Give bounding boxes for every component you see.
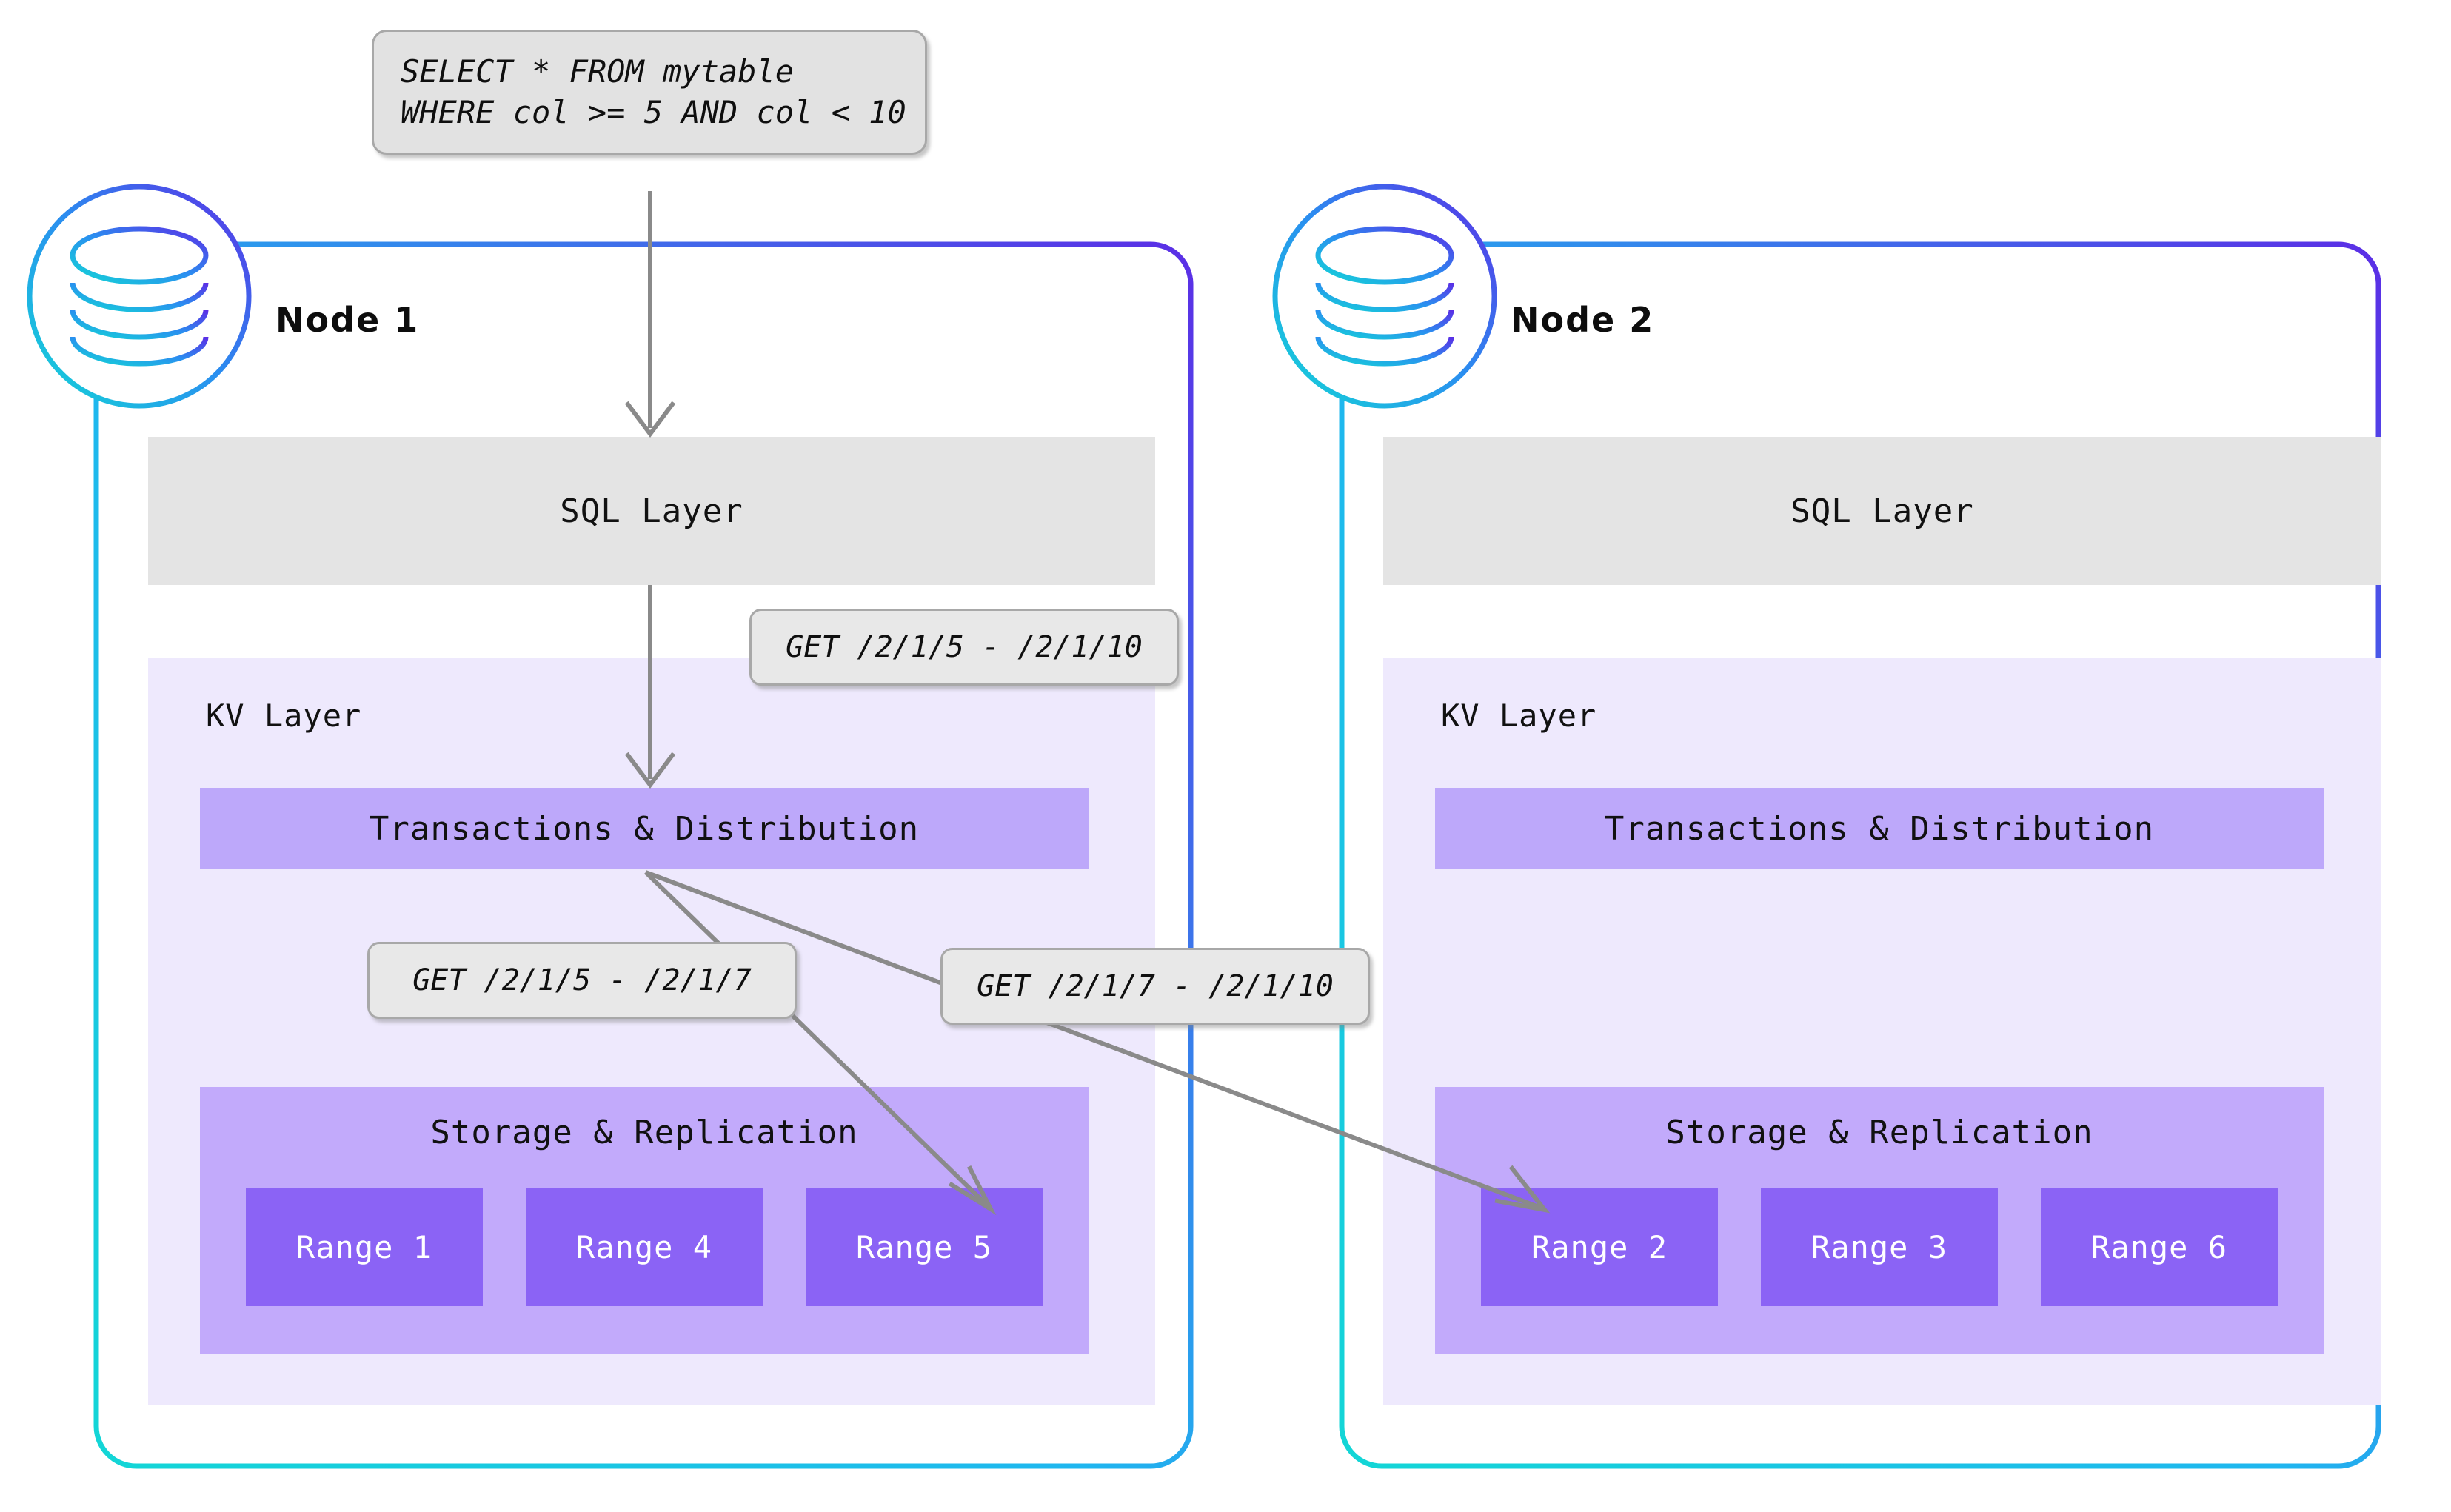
node-1-kv-layer: KV Layer Transactions & Distribution Sto… — [148, 658, 1155, 1405]
database-cylinder-icon — [1315, 226, 1454, 367]
node-1-sql-layer: SQL Layer — [148, 437, 1155, 585]
range-label: Range 3 — [1810, 1228, 1947, 1265]
sql-query-box: SELECT * FROM mytable WHERE col >= 5 AND… — [372, 30, 927, 155]
node-1-transactions-distribution: Transactions & Distribution — [200, 788, 1089, 869]
node-1-sql-layer-label: SQL Layer — [560, 492, 743, 530]
node-1-badge — [27, 184, 252, 409]
node-1-title: Node 1 — [275, 300, 420, 340]
range-label: Range 1 — [295, 1228, 432, 1265]
range-box[interactable]: Range 6 — [2041, 1188, 2278, 1306]
arrowhead-query-to-sql — [624, 401, 676, 438]
node-2-range-row: Range 2 Range 3 Range 6 — [1481, 1188, 2278, 1306]
node-2-sql-layer: SQL Layer — [1383, 437, 2381, 585]
callout-sql-to-kv-label: GET /2/1/5 - /2/1/10 — [786, 630, 1143, 664]
callout-kv-to-remote-range-label: GET /2/1/7 - /2/1/10 — [977, 969, 1334, 1003]
sql-query-line-1: SELECT * FROM mytable — [401, 53, 795, 90]
node-2-storage-replication: Storage & Replication Range 2 Range 3 Ra… — [1435, 1087, 2324, 1354]
callout-kv-to-remote-range: GET /2/1/7 - /2/1/10 — [940, 948, 1370, 1025]
range-box[interactable]: Range 1 — [246, 1188, 483, 1306]
database-cylinder-icon — [70, 226, 209, 367]
node-2-transactions-distribution: Transactions & Distribution — [1435, 788, 2324, 869]
callout-kv-to-local-range-label: GET /2/1/5 - /2/1/7 — [412, 963, 752, 997]
node-1-range-row: Range 1 Range 4 Range 5 — [246, 1188, 1043, 1306]
range-label: Range 6 — [2090, 1228, 2227, 1265]
range-box[interactable]: Range 2 — [1481, 1188, 1718, 1306]
range-label: Range 2 — [1531, 1228, 1668, 1265]
node-1-transactions-label: Transactions & Distribution — [369, 809, 920, 848]
node-2-badge — [1272, 184, 1497, 409]
node-1-kv-layer-label: KV Layer — [206, 698, 362, 734]
node-2-sql-layer-label: SQL Layer — [1790, 492, 1974, 530]
range-box[interactable]: Range 3 — [1761, 1188, 1998, 1306]
callout-kv-to-local-range: GET /2/1/5 - /2/1/7 — [367, 942, 797, 1019]
node-1-storage-replication: Storage & Replication Range 1 Range 4 Ra… — [200, 1087, 1089, 1354]
callout-sql-to-kv: GET /2/1/5 - /2/1/10 — [749, 609, 1179, 686]
node-2-title: Node 2 — [1511, 300, 1655, 340]
sql-query-line-2: WHERE col >= 5 AND col < 10 — [401, 94, 906, 131]
range-label: Range 4 — [575, 1228, 712, 1265]
range-label: Range 5 — [855, 1228, 992, 1265]
range-box[interactable]: Range 5 — [806, 1188, 1043, 1306]
node-2-kv-layer-label: KV Layer — [1441, 698, 1597, 734]
node-2-storage-label: Storage & Replication — [1665, 1114, 2093, 1151]
node-2-transactions-label: Transactions & Distribution — [1604, 809, 2155, 848]
range-box[interactable]: Range 4 — [526, 1188, 763, 1306]
node-2-kv-layer: KV Layer Transactions & Distribution Sto… — [1383, 658, 2381, 1405]
node-1-storage-label: Storage & Replication — [430, 1114, 858, 1151]
